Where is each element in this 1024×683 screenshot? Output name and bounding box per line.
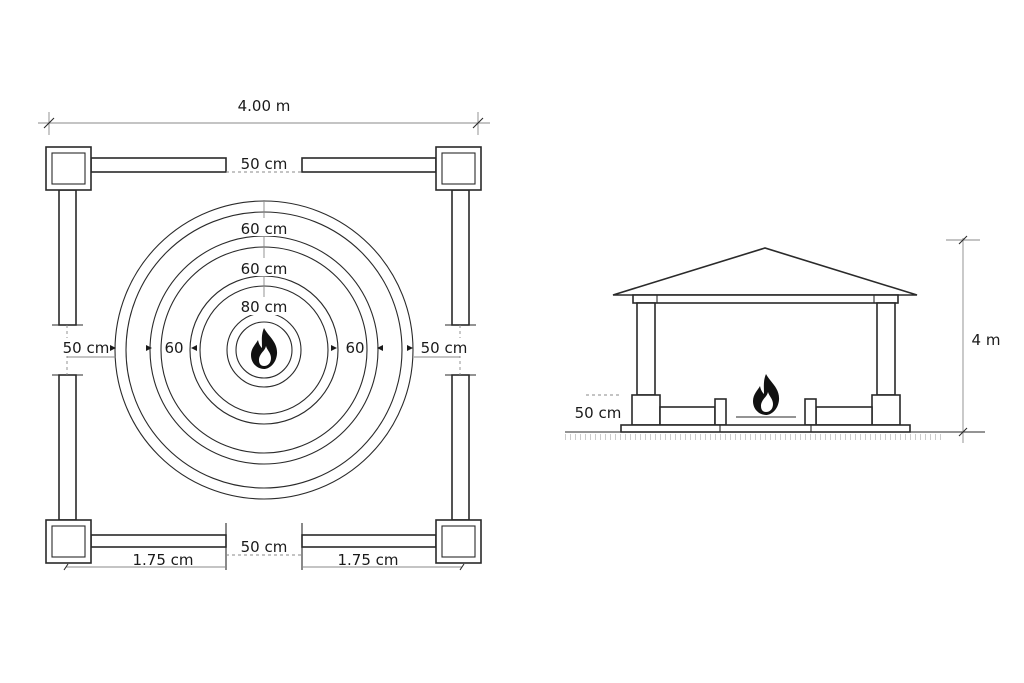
bottom-right-length-label: 1.75 cm: [337, 551, 398, 569]
corner-posts: [45, 146, 482, 564]
top-gap-label: 50 cm: [241, 155, 288, 173]
left-bench: [659, 406, 716, 426]
fire-icon: [753, 374, 780, 415]
right-ring-gap-label: 60: [345, 339, 364, 357]
right-bench: [815, 406, 873, 426]
overall-width-dimension: 4.00 m: [38, 97, 490, 135]
plan-view: 4.00 m: [38, 97, 490, 571]
left-gap-label: 50 cm: [63, 339, 110, 357]
left-ring-gap-label: 60: [164, 339, 183, 357]
bottom-gap-label: 50 cm: [241, 538, 288, 556]
seating-rings: [114, 200, 414, 500]
elevation-view: 4 m 50 cm: [565, 235, 1001, 443]
arrow-left-icon: [191, 345, 197, 351]
fire-icon: [251, 328, 278, 369]
middle-ring-label: 60 cm: [241, 260, 288, 278]
height-label: 4 m: [972, 331, 1001, 349]
roof: [612, 247, 918, 296]
arrow-right-icon: [331, 345, 337, 351]
arrow-right-icon: [407, 345, 413, 351]
right-column: [876, 302, 896, 396]
inner-ring-label: 80 cm: [241, 298, 288, 316]
outer-ring-label: 60 cm: [241, 220, 288, 238]
bottom-left-length-label: 1.75 cm: [132, 551, 193, 569]
arrow-right-icon: [146, 345, 152, 351]
arrow-left-icon: [377, 345, 383, 351]
overall-width-label: 4.00 m: [238, 97, 291, 115]
roof-beam: [632, 294, 899, 304]
platform: [620, 424, 911, 433]
right-gap-label: 50 cm: [421, 339, 468, 357]
base-height-label: 50 cm: [575, 404, 622, 422]
arrow-right-icon: [110, 345, 116, 351]
left-column: [636, 302, 656, 396]
